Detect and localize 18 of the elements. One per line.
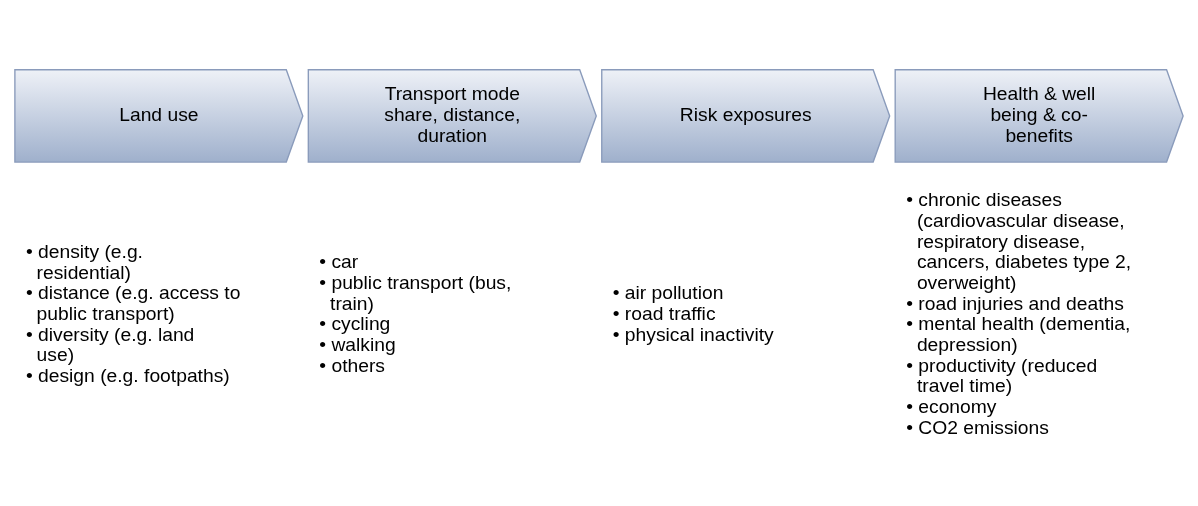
node-label: • road injuries and deaths (906, 292, 1124, 314)
node-label: • mental health (dementia, depression) (906, 313, 1131, 356)
node-label: • density (e.g. residential) (25, 241, 143, 283)
node-label: • productivity (reduced travel time) (906, 354, 1098, 397)
node-label: • others (319, 354, 385, 376)
node-label: • CO2 emissions (906, 416, 1049, 438)
node-label: • distance (e.g. access to public transport) (25, 282, 241, 325)
node-label: • design (e.g. footpaths) (25, 365, 230, 387)
node-label: • physical inactivity (612, 323, 774, 345)
node-label: • economy (906, 396, 997, 418)
node-label: • cycling (319, 313, 391, 335)
node-label: • air pollution (612, 282, 724, 304)
node-label: • public transport (bus, train) (319, 272, 512, 314)
node-label: • walking (319, 334, 396, 356)
node-label: • road traffic (612, 303, 716, 325)
node-label: • car (319, 251, 359, 273)
node-label: • chronic diseases (cardiovascular disease, respiratory disease, cancers, diabetes type 2, overweight) (906, 189, 1132, 294)
node-label: • diversity (e.g. land use) (25, 323, 195, 366)
